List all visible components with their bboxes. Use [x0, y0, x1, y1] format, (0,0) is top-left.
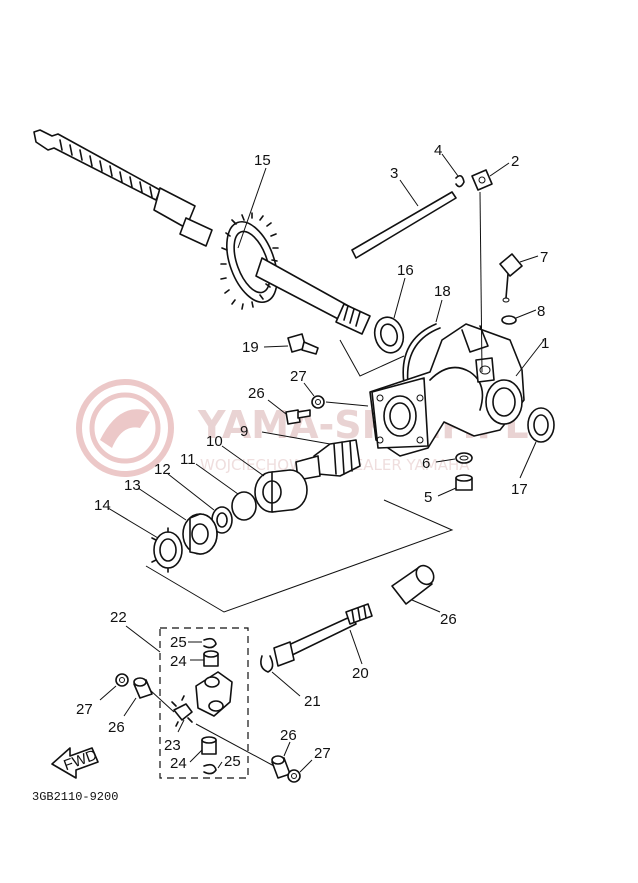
fwd-arrow-icon: FWD — [51, 747, 99, 779]
part-4-clip: 4 — [434, 142, 465, 188]
callout-14: 14 — [94, 497, 111, 514]
callout-15: 15 — [254, 152, 271, 169]
part-28-coupling: 26 — [391, 564, 457, 628]
part-3-breather-hose: 3 — [351, 165, 457, 259]
part-13-bearing: 13 — [124, 477, 218, 555]
callout-27-left: 27 — [76, 701, 93, 718]
callout-19: 19 — [242, 339, 259, 356]
callout-12: 12 — [154, 461, 171, 478]
part-2-breather-fitting: 2 — [471, 153, 519, 373]
callout-18: 18 — [434, 283, 451, 300]
callout-9: 9 — [240, 423, 248, 440]
callout-11: 11 — [180, 451, 196, 468]
part-8-gasket: 8 — [501, 303, 545, 325]
callout-17: 17 — [511, 481, 528, 498]
part-21-circlip: 21 — [260, 655, 321, 710]
callout-5: 5 — [424, 489, 432, 506]
part-10-bearing: 10 — [206, 433, 308, 513]
callout-20: 20 — [352, 665, 369, 682]
part-7-breather: 7 — [499, 249, 548, 303]
part-18-o-ring: 18 — [402, 283, 451, 385]
callout-4: 4 — [434, 142, 442, 159]
callout-10: 10 — [206, 433, 223, 450]
part-27-seal-right: 27 — [287, 745, 331, 783]
callout-24-top: 24 — [170, 653, 187, 670]
callout-30: 27 — [290, 368, 307, 385]
part-30-washer: 27 — [290, 368, 369, 409]
part-29-bolt: 26 — [248, 385, 311, 425]
part-14-nut: 14 — [94, 497, 183, 573]
part-9-pinion-gear: 9 — [240, 423, 361, 481]
part-19-bolt: 19 — [242, 333, 319, 356]
callout-29: 26 — [248, 385, 265, 402]
part-20-drive-shaft: 20 — [273, 603, 373, 682]
callout-24-bottom: 24 — [170, 755, 187, 772]
part-6-gasket: 6 — [422, 452, 473, 472]
callout-21: 21 — [304, 693, 321, 710]
part-1-gear-case: 1 — [369, 323, 549, 457]
part-16-oil-seal: 16 — [373, 262, 414, 354]
diagram-code: 3GB2110-9200 — [32, 790, 118, 804]
callout-8: 8 — [537, 303, 545, 320]
callout-22: 22 — [110, 609, 127, 626]
callout-13: 13 — [124, 477, 141, 494]
callout-23: 23 — [164, 737, 181, 754]
callout-25-top: 25 — [170, 634, 187, 651]
callout-6: 6 — [422, 455, 430, 472]
part-26-bushing-right: 26 — [195, 723, 297, 779]
callout-16: 16 — [397, 262, 414, 279]
callout-3: 3 — [390, 165, 398, 182]
part-12-bearing: 12 — [154, 461, 233, 534]
callout-27-right: 27 — [314, 745, 331, 762]
part-11-o-ring: 11 — [180, 451, 257, 521]
callout-26-right: 26 — [280, 727, 297, 744]
callout-2: 2 — [511, 153, 519, 170]
callout-28: 26 — [440, 611, 457, 628]
part-17-oil-seal: 17 — [511, 407, 555, 498]
callout-1: 1 — [541, 335, 549, 352]
callout-7: 7 — [540, 249, 548, 266]
part-26-bushing-left: 26 — [108, 677, 175, 736]
part-27-seal-left: 27 — [76, 673, 129, 718]
part-22-universal-joint: 22 23 25 25 24 24 — [110, 609, 249, 779]
part-5-drain-plug: 5 — [424, 474, 473, 506]
part-15-shaft: 15 — [33, 129, 371, 335]
callout-25-bottom: 25 — [224, 753, 241, 770]
callout-26-left: 26 — [108, 719, 125, 736]
